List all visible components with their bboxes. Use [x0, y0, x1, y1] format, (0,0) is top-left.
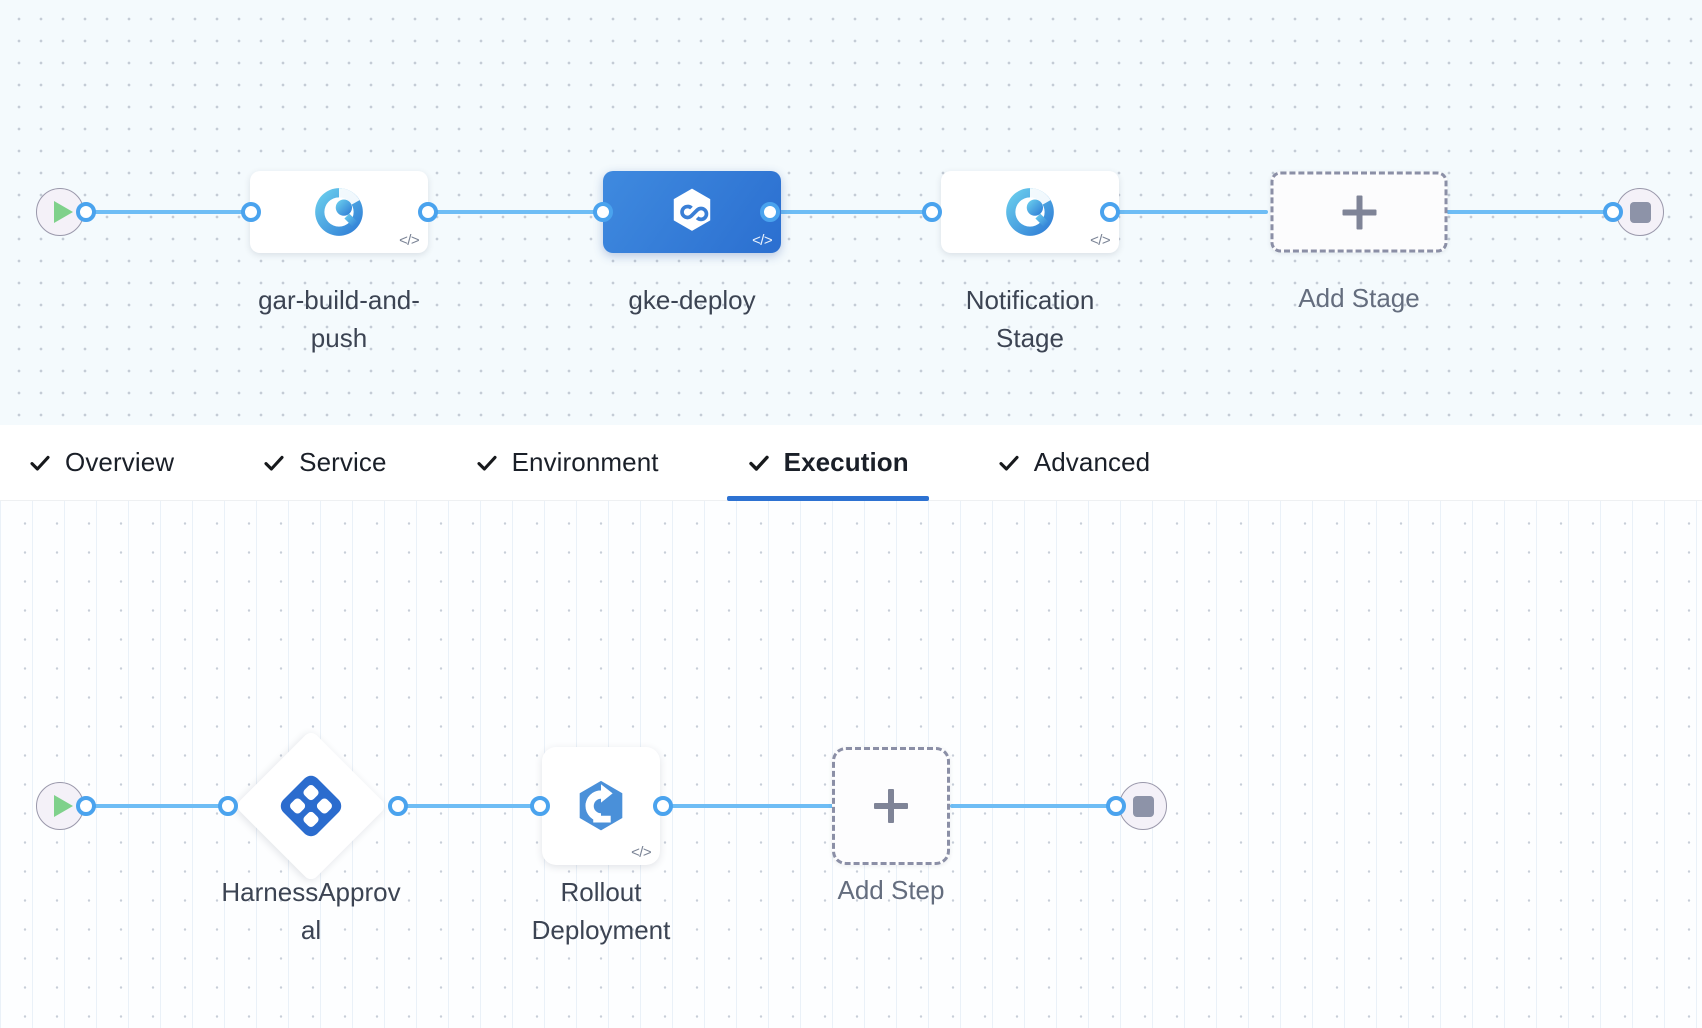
- stage-config-tabs: Overview Service Environment Execution A: [0, 425, 1702, 501]
- stop-icon: [1132, 795, 1154, 817]
- port-stage-1-in[interactable]: [241, 202, 261, 222]
- port-end-in[interactable]: [1603, 202, 1623, 222]
- tab-environment[interactable]: Environment: [473, 425, 661, 501]
- check-icon: [30, 455, 50, 471]
- check-icon: [999, 455, 1019, 471]
- k8s-rollout-icon: [570, 775, 632, 837]
- stage-label-gke-deploy: gke-deploy: [628, 285, 756, 315]
- stage-graph-canvas[interactable]: </> gar-build-and-push </> gke-deploy: [0, 0, 1702, 425]
- port-stage-2-in[interactable]: [593, 202, 613, 222]
- edge-step-2-to-add-step: [660, 804, 835, 808]
- step-card-rollout-deployment[interactable]: </>: [542, 747, 660, 865]
- code-badge: </>: [1090, 232, 1110, 249]
- port-step-2-in[interactable]: [530, 796, 550, 816]
- tab-label: Environment: [511, 447, 659, 477]
- edge-start-to-stage-1: [60, 210, 257, 214]
- stage-card-gar-build-and-push[interactable]: </>: [250, 171, 428, 253]
- port-step-1-in[interactable]: [218, 796, 238, 816]
- edge-stage-3-to-add-stage: [1100, 210, 1268, 214]
- step-label-harness-approval: HarnessApproval: [221, 877, 401, 945]
- edge-step-1-to-step-2: [395, 804, 542, 808]
- play-icon: [53, 795, 73, 817]
- code-badge: </>: [752, 232, 772, 249]
- tab-overview[interactable]: Overview: [26, 425, 176, 501]
- port-step-1-out[interactable]: [388, 796, 408, 816]
- port-step-2-out[interactable]: [653, 796, 673, 816]
- check-icon: [477, 455, 497, 471]
- tab-label: Service: [299, 447, 387, 477]
- add-stage-button[interactable]: [1270, 171, 1448, 253]
- tab-service[interactable]: Service: [260, 425, 388, 501]
- port-start-out[interactable]: [76, 202, 96, 222]
- edge-add-step-to-step-end: [950, 804, 1113, 808]
- tab-label: Execution: [783, 447, 909, 477]
- check-icon: [264, 455, 284, 471]
- harness-approval-icon: [279, 774, 343, 838]
- stage-label-gar-build-and-push: gar-build-and-push: [258, 285, 420, 353]
- stage-card-notification-stage[interactable]: </>: [941, 171, 1119, 253]
- code-badge: </>: [631, 844, 651, 861]
- port-stage-3-in[interactable]: [922, 202, 942, 222]
- stage-card-gke-deploy[interactable]: </>: [603, 171, 781, 253]
- edge-step-start-to-step-1: [60, 804, 232, 808]
- plus-icon: [874, 789, 908, 823]
- add-step-button[interactable]: [832, 747, 950, 865]
- step-end-node[interactable]: [1119, 782, 1167, 830]
- ci-build-icon: [313, 186, 365, 238]
- stop-icon: [1629, 201, 1651, 223]
- step-graph-canvas[interactable]: HarnessApproval </> Rollout Deployment A…: [0, 501, 1702, 1028]
- cd-deploy-icon: [665, 185, 719, 239]
- tab-advanced[interactable]: Advanced: [995, 425, 1152, 501]
- play-icon: [53, 201, 73, 223]
- port-stage-3-out[interactable]: [1100, 202, 1120, 222]
- ci-build-icon: [1004, 186, 1056, 238]
- code-badge: </>: [399, 232, 419, 249]
- plus-icon: [1342, 195, 1376, 229]
- port-stage-2-out[interactable]: [760, 202, 780, 222]
- check-icon: [748, 455, 769, 471]
- stage-label-notification-stage: Notification Stage: [965, 285, 1095, 353]
- port-step-start-out[interactable]: [76, 796, 96, 816]
- edge-stage-1-to-stage-2: [425, 210, 602, 214]
- step-start-node[interactable]: [36, 782, 84, 830]
- tab-label: Overview: [65, 447, 175, 477]
- edge-add-stage-to-end: [1443, 210, 1646, 214]
- port-step-end-in[interactable]: [1106, 796, 1126, 816]
- stage-end-node[interactable]: [1616, 188, 1664, 236]
- tab-label: Advanced: [1033, 447, 1151, 477]
- step-label-rollout-deployment: Rollout Deployment: [531, 877, 671, 945]
- port-stage-1-out[interactable]: [418, 202, 438, 222]
- add-step-label: Add Step: [837, 875, 945, 905]
- tab-execution[interactable]: Execution: [726, 425, 929, 501]
- edge-stage-2-to-stage-3: [765, 210, 930, 214]
- add-stage-label: Add Stage: [1298, 283, 1420, 313]
